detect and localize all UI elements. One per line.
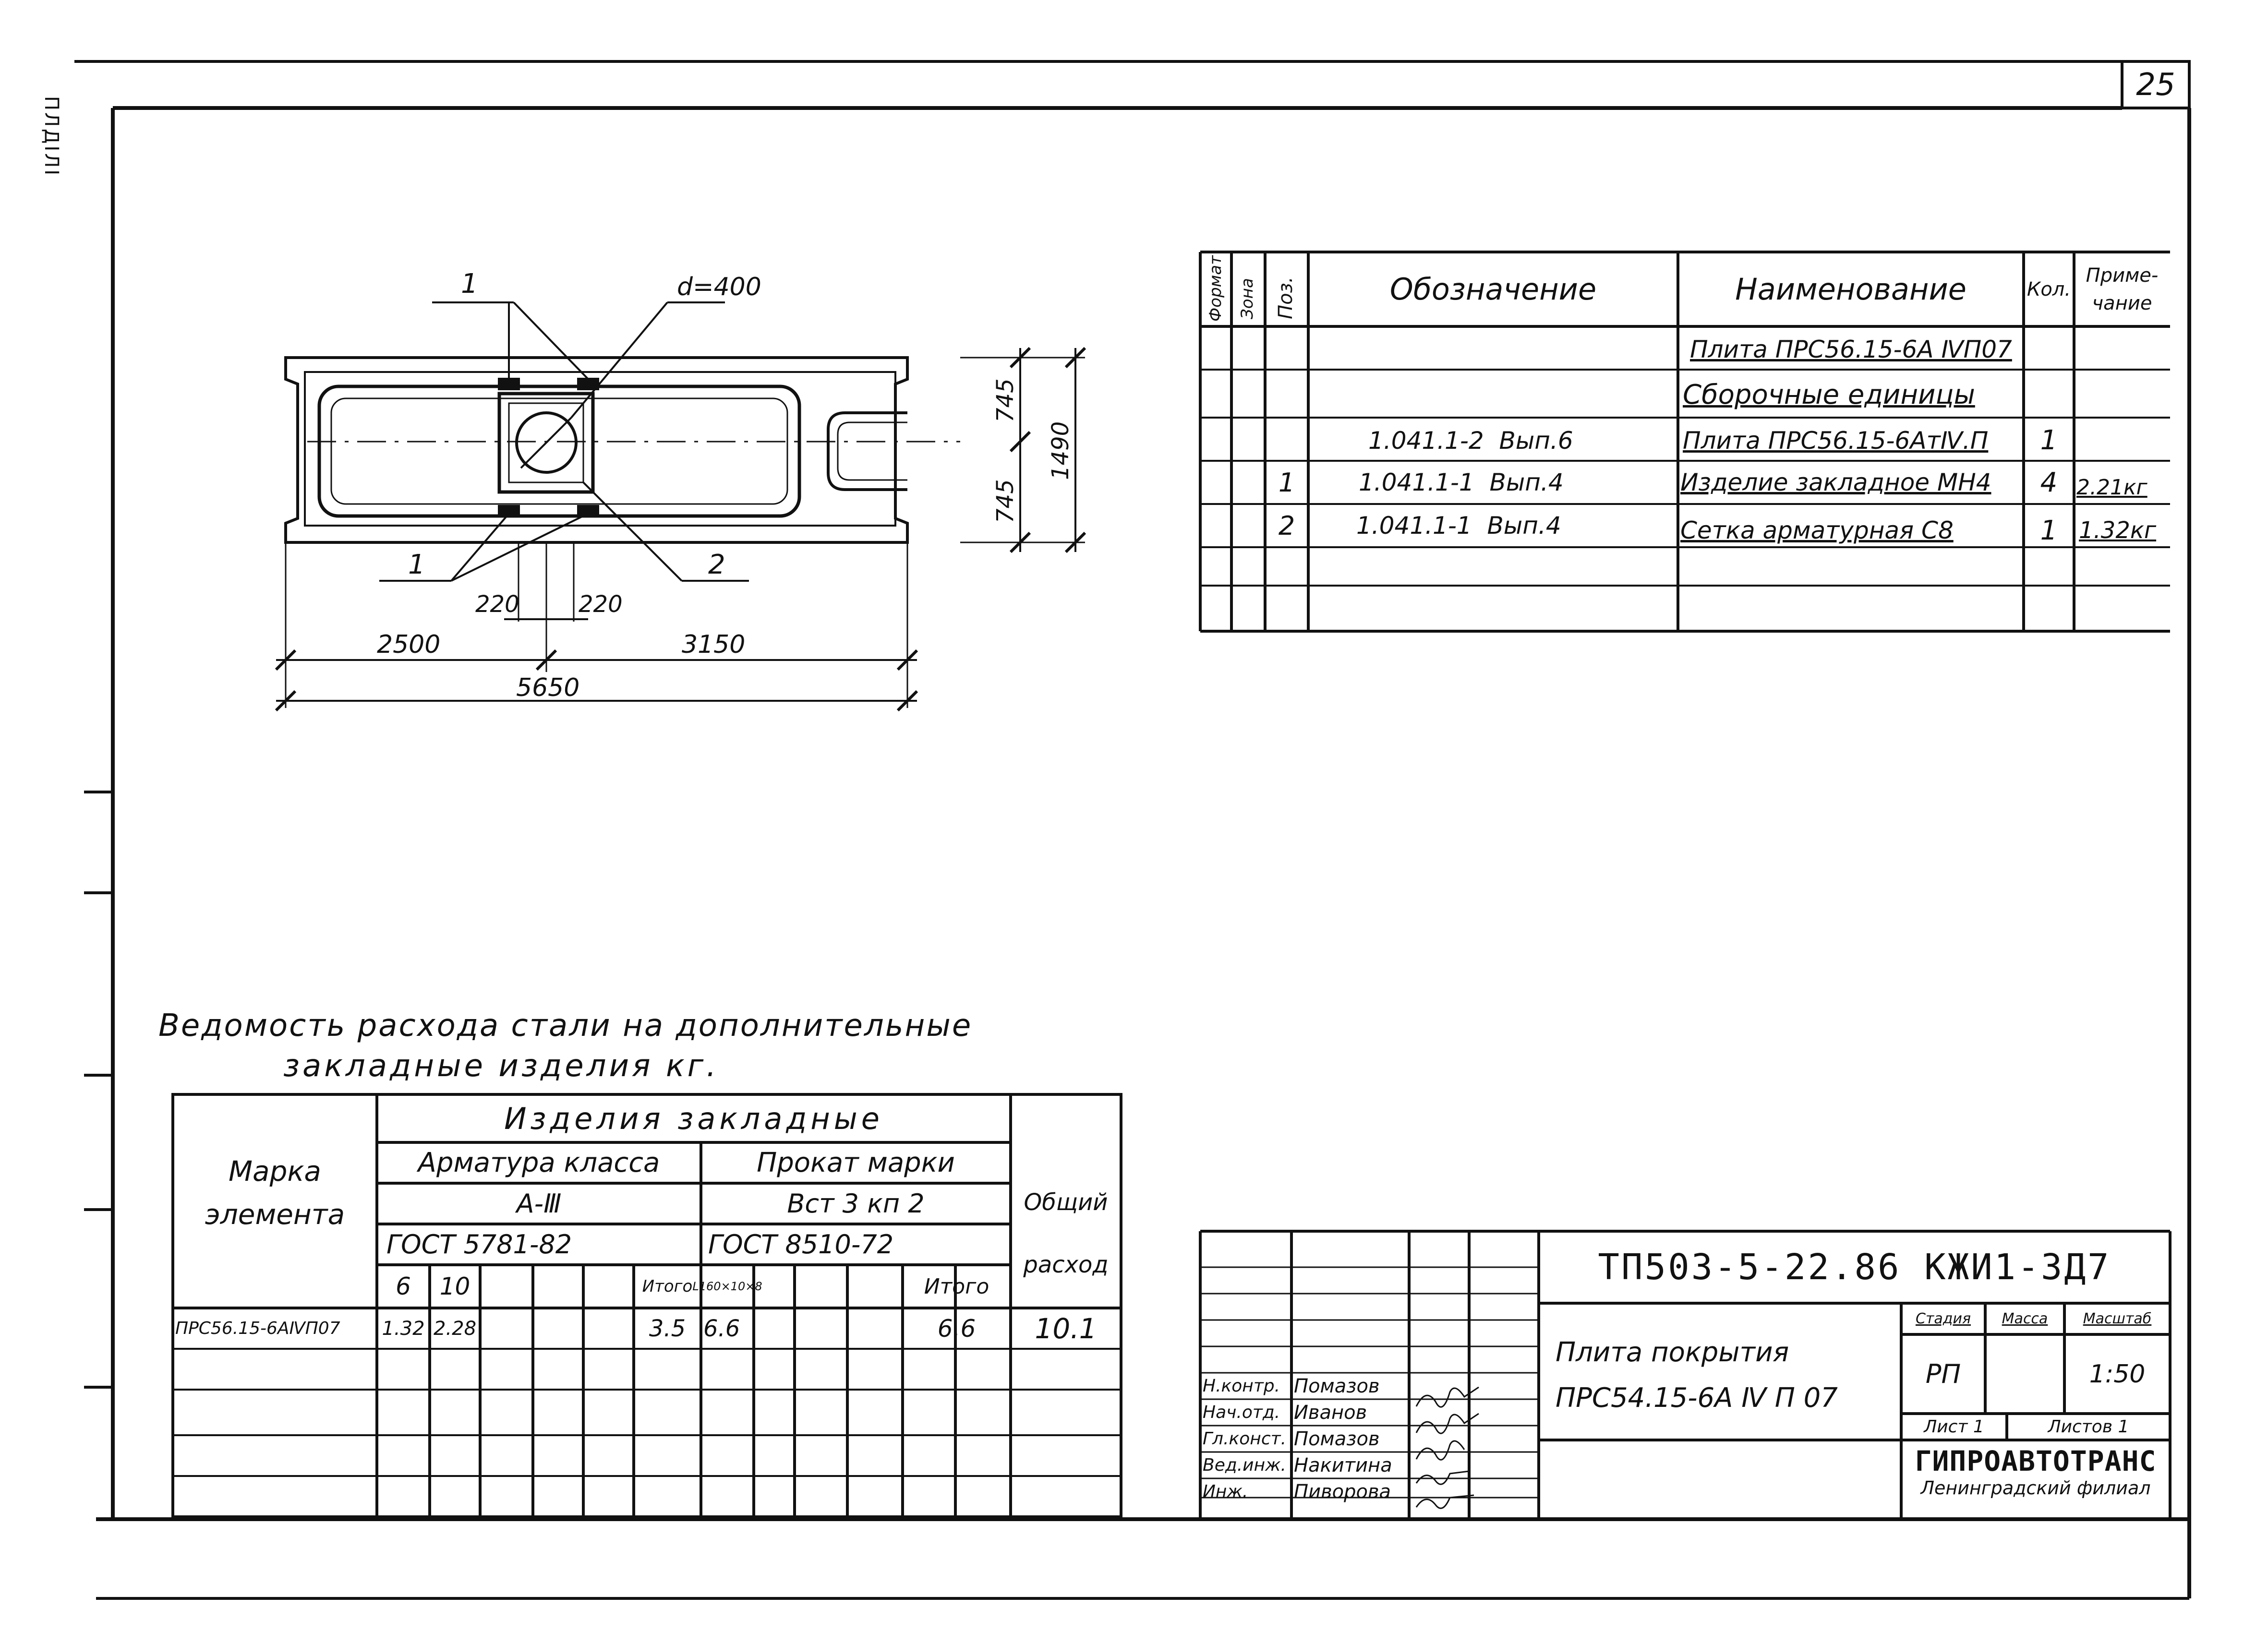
steel-header-mark-line2: элемента xyxy=(205,1198,345,1231)
opening-frame xyxy=(497,392,595,494)
scale-value: 1:50 xyxy=(2089,1359,2146,1389)
org-branch: Ленинградский филиал xyxy=(1920,1477,2151,1499)
staff-role: Инж. xyxy=(1203,1482,1248,1501)
steel-row-v6: 1.32 xyxy=(382,1317,425,1340)
steel-header-mark: Марка элемента xyxy=(173,1150,377,1236)
steel-header-rolled-grade: Прокат марки xyxy=(757,1147,955,1178)
dim-1490: 1490 xyxy=(1047,421,1074,480)
spec-row-name: Сетка арматурная С8 xyxy=(1680,516,1954,544)
steel-sub-6: 6 xyxy=(396,1272,411,1300)
staff-role: Н.контр. xyxy=(1203,1376,1280,1396)
spec-row-note: 2.21кг xyxy=(2076,475,2147,500)
opening-circle xyxy=(515,411,578,474)
dim-220-left: 220 xyxy=(475,591,519,618)
staff-name: Помазов xyxy=(1294,1428,1380,1450)
steel-header-total-line2: расход xyxy=(1023,1251,1109,1278)
steel-header-embedded: Изделия закладные xyxy=(504,1101,883,1136)
steel-header-total: Общий расход xyxy=(1011,1171,1121,1296)
steel-row-v10: 2.28 xyxy=(433,1317,477,1340)
staff-role: Нач.отд. xyxy=(1203,1403,1280,1422)
spec-header-qty: Кол. xyxy=(2027,278,2071,300)
steel-sub-10: 10 xyxy=(439,1272,470,1300)
steel-header-mark-line1: Марка xyxy=(229,1155,321,1188)
spec-row-pos: 1 xyxy=(1278,467,1295,498)
callout-1-top: 1 xyxy=(461,268,478,300)
spec-row-name: Плита ПРС56.15-6АтⅣ.П xyxy=(1683,426,1989,455)
steel-header-rebar-gost: ГОСТ 5781-82 xyxy=(386,1229,572,1260)
spec-row-qty: 4 xyxy=(2040,467,2058,498)
spec-header-note-line1: Приме- xyxy=(2086,264,2159,287)
dim-745-top: 745 xyxy=(992,378,1019,422)
spec-header-designation: Обозначение xyxy=(1389,272,1597,307)
drawing-name: Плита покрытия ПРС54.15-6А Ⅳ П 07 xyxy=(1556,1330,1838,1421)
stage-label: Стадия xyxy=(1915,1310,1971,1327)
sheets-label: Листов 1 xyxy=(2048,1417,2129,1437)
staff-name: Накитина xyxy=(1294,1454,1392,1476)
staff-name: Иванов xyxy=(1294,1401,1367,1424)
mass-value xyxy=(1985,1334,2064,1414)
steel-sub-angle: L160×10×8 xyxy=(692,1280,762,1293)
dim-2500: 2500 xyxy=(377,630,440,659)
dim-5650: 5650 xyxy=(516,673,579,702)
diameter-label: d=400 xyxy=(677,273,761,301)
spec-header-name: Наименование xyxy=(1735,272,1966,307)
steel-row-angle: 6.6 xyxy=(703,1315,740,1342)
callout-2: 2 xyxy=(708,549,725,580)
spec-row-name: Плита ПРС56.15-6А ⅣП07 xyxy=(1690,335,2012,363)
steel-row-mark: ПРС56.15-6АⅣП07 xyxy=(175,1319,340,1338)
spec-row-designation: 1.041.1-1 Вып.4 xyxy=(1356,512,1561,540)
steel-header-rebar-value: А-Ⅲ xyxy=(516,1188,562,1219)
steel-row-total-rolled: 6.6 xyxy=(937,1314,976,1343)
signatures xyxy=(1415,1386,1479,1509)
steel-header-total-line1: Общий xyxy=(1024,1189,1108,1216)
staff-name: Помазов xyxy=(1294,1375,1380,1397)
steel-header-rolled-value: Вст 3 кп 2 xyxy=(787,1188,925,1219)
steel-statement-title: Ведомость расхода стали на дополнительны… xyxy=(158,1006,972,1086)
spec-header-note: Приме- чание xyxy=(2074,262,2170,317)
spec-row-qty: 1 xyxy=(2040,425,2058,456)
spec-row-pos: 2 xyxy=(1278,510,1295,541)
spec-row-note: 1.32кг xyxy=(2079,517,2157,544)
scale-label: Масштаб xyxy=(2083,1310,2152,1327)
spec-row-designation: 1.041.1-2 Вып.6 xyxy=(1368,426,1573,455)
staff-role: Вед.инж. xyxy=(1203,1455,1286,1475)
callout-1-bottom: 1 xyxy=(408,549,425,580)
mass-label: Масса xyxy=(2002,1310,2048,1327)
sheet-label: Лист 1 xyxy=(1924,1417,1984,1437)
drawing-code: ТП503-5-22.86 КЖИ1-3Д7 xyxy=(1598,1247,2111,1288)
spec-row-qty: 1 xyxy=(2040,515,2058,546)
steel-sub-total-rolled: Итого xyxy=(924,1274,989,1299)
dim-3150: 3150 xyxy=(682,630,745,659)
steel-title-line2: закладные изделия кг. xyxy=(283,1048,719,1084)
steel-sub-total-rebar: Итого xyxy=(642,1277,693,1296)
staff-role: Гл.конст. xyxy=(1203,1429,1287,1449)
steel-header-rebar-class: Арматура класса xyxy=(418,1147,660,1178)
steel-title-line1: Ведомость расхода стали на дополнительны… xyxy=(158,1008,973,1044)
spec-row-designation: 1.041.1-1 Вып.4 xyxy=(1359,468,1564,496)
steel-row-total-rebar: 3.5 xyxy=(649,1315,686,1342)
spec-row-name: Сборочные единицы xyxy=(1683,379,1975,410)
spec-header-note-line2: чание xyxy=(2092,292,2152,314)
steel-header-rolled-gost: ГОСТ 8510-72 xyxy=(708,1229,894,1260)
stage-value: РП xyxy=(1925,1359,1961,1389)
organization: ГИПРОАВТОТРАНС Ленинградский филиал xyxy=(1901,1445,2170,1499)
slab-end-notch xyxy=(827,411,907,491)
dim-745-bottom: 745 xyxy=(992,479,1019,523)
dim-220-right: 220 xyxy=(579,591,623,618)
drawing-name-line1: Плита покрытия xyxy=(1556,1337,1789,1368)
drawing-name-line2: ПРС54.15-6А Ⅳ П 07 xyxy=(1556,1382,1838,1414)
slab-cell-left xyxy=(317,384,801,518)
staff-name: Пиворова xyxy=(1294,1480,1391,1503)
page-number: 25 xyxy=(2136,67,2175,103)
steel-row-total: 10.1 xyxy=(1035,1312,1097,1345)
org-name: ГИПРОАВТОТРАНС xyxy=(1915,1445,2157,1477)
spec-row-name: Изделие закладное МН4 xyxy=(1680,468,1991,496)
